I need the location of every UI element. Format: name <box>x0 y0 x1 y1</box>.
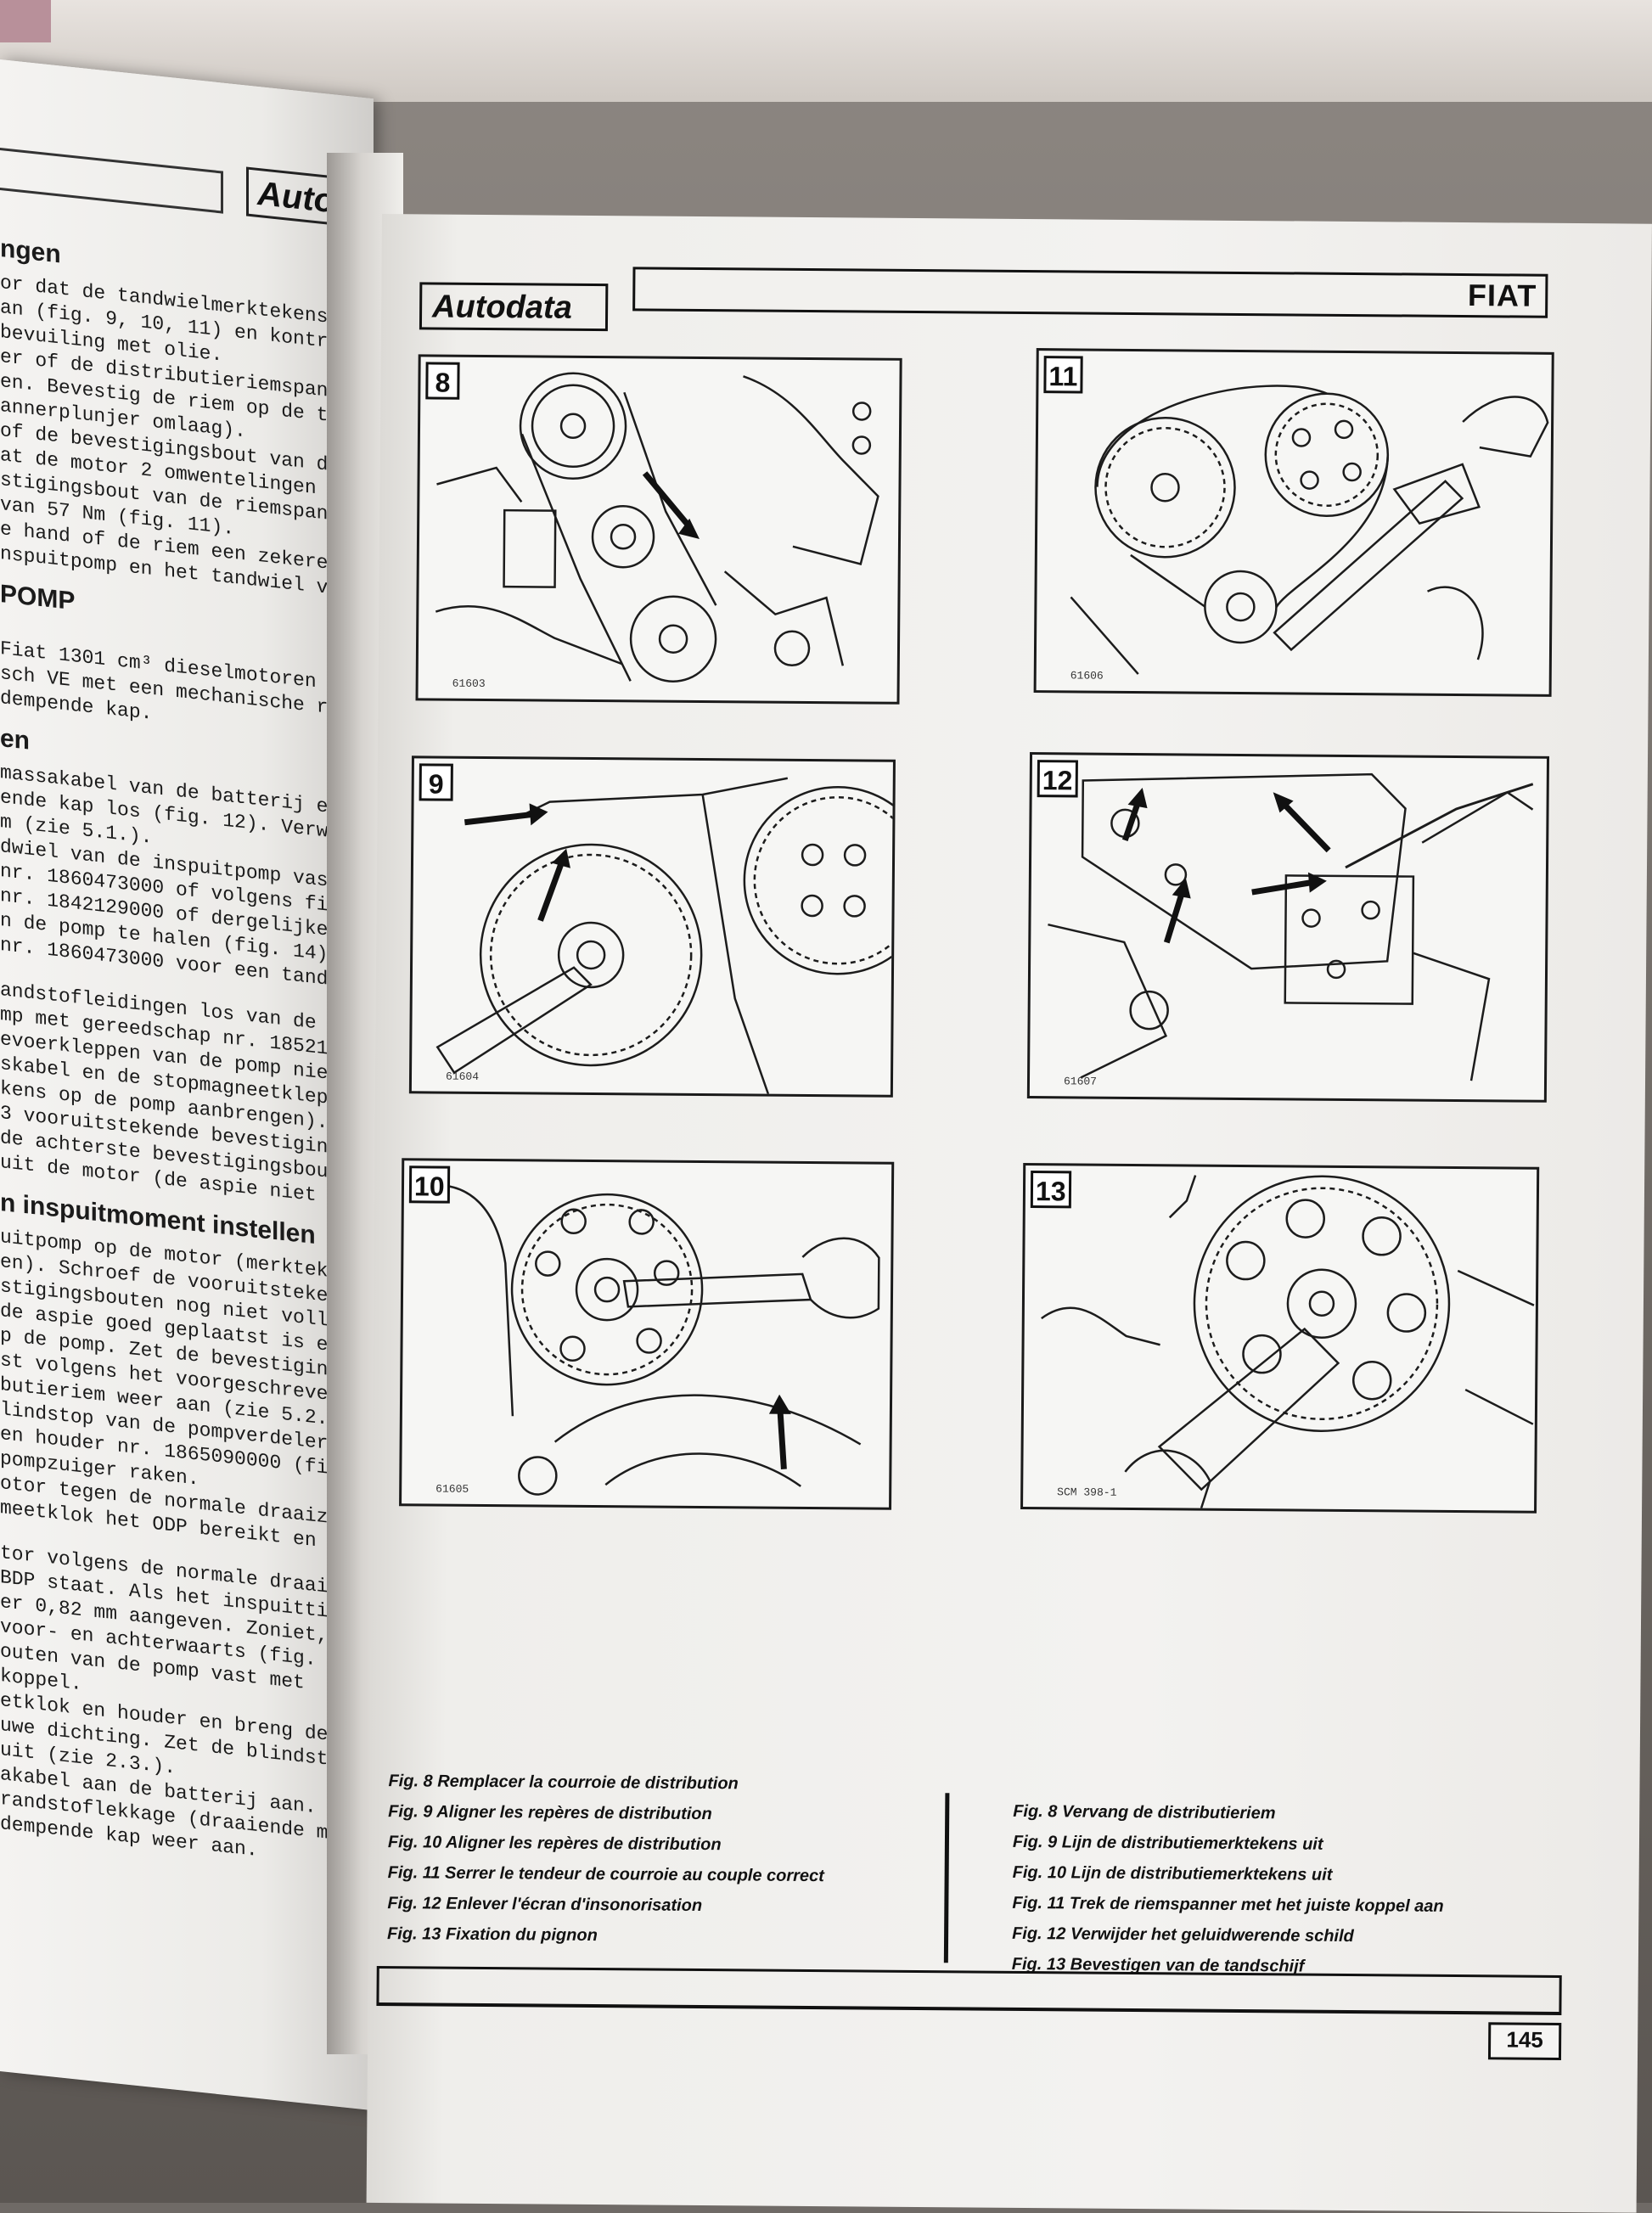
figure-12-code: 61607 <box>1063 1075 1098 1088</box>
figure-11-code: 61606 <box>1070 669 1104 682</box>
figure-13-number: 13 <box>1030 1171 1071 1209</box>
page-number: 145 <box>1487 2022 1562 2060</box>
background-paper <box>0 0 1652 102</box>
figure-10-code: 61605 <box>435 1482 469 1496</box>
caption-fr-fig8: Fig. 8 Remplacer la courroie de distribu… <box>388 1772 739 1794</box>
caption-nl-fig11: Fig. 11 Trek de riemspanner met het juis… <box>1012 1893 1444 1916</box>
figure-12: 12 61607 <box>1026 752 1550 1103</box>
figure-12-drawing <box>1048 772 1534 1081</box>
footer-band <box>376 1966 1562 2015</box>
caption-fr-fig9: Fig. 9 Aligner les repères de distributi… <box>388 1802 712 1824</box>
figure-8: 8 61603 <box>415 354 902 705</box>
caption-fr-fig10: Fig. 10 Aligner les repères de distribut… <box>387 1833 722 1855</box>
figure-9: 9 61604 <box>408 755 896 1098</box>
figure-11: 11 61606 <box>1033 348 1554 697</box>
figure-8-code: 61603 <box>452 677 486 690</box>
figure-8-drawing <box>435 372 879 682</box>
figure-13-drawing <box>1041 1175 1535 1509</box>
figure-10-number: 10 <box>408 1165 450 1204</box>
figure-13-code: SCM 398-1 <box>1057 1486 1117 1499</box>
figure-10-drawing <box>420 1183 880 1496</box>
caption-nl-fig9: Fig. 9 Lijn de distributiemerktekens uit <box>1012 1832 1323 1854</box>
figure-13: 13 SCM 398-1 <box>1020 1162 1540 1514</box>
header-band: FIAT <box>632 267 1548 318</box>
figure-8-number: 8 <box>425 362 460 400</box>
captions-french: Fig. 8 Remplacer la courroie de distribu… <box>387 1766 932 1953</box>
background-object <box>0 0 51 42</box>
caption-fr-fig12: Fig. 12 Enlever l'écran d'insonorisation <box>387 1894 703 1916</box>
figure-12-number: 12 <box>1037 760 1078 798</box>
caption-nl-fig10: Fig. 10 Lijn de distributiemerktekens ui… <box>1012 1862 1333 1884</box>
figure-9-number: 9 <box>419 763 453 801</box>
right-page: Autodata FIAT 8 61603 <box>366 214 1652 2213</box>
figure-10: 10 61605 <box>399 1158 895 1510</box>
captions-dutch: Fig. 8 Vervang de distributieriem Fig. 9… <box>1012 1796 1557 1984</box>
caption-fr-fig11: Fig. 11 Serrer le tendeur de courroie au… <box>387 1863 824 1886</box>
caption-nl-fig12: Fig. 12 Verwijder het geluidwerende schi… <box>1012 1924 1354 1946</box>
brand-label: FIAT <box>1467 278 1537 313</box>
figure-11-number: 11 <box>1043 356 1083 394</box>
figure-9-drawing <box>435 777 893 1095</box>
caption-fr-fig13: Fig. 13 Fixation du pignon <box>387 1924 598 1946</box>
caption-nl-fig8: Fig. 8 Vervang de distributieriem <box>1013 1801 1276 1823</box>
autodata-logo: Autodata <box>419 282 609 332</box>
figure-11-drawing <box>1070 385 1549 675</box>
figure-9-code: 61604 <box>445 1070 480 1083</box>
left-header-band <box>0 148 223 214</box>
caption-divider <box>943 1793 950 1963</box>
